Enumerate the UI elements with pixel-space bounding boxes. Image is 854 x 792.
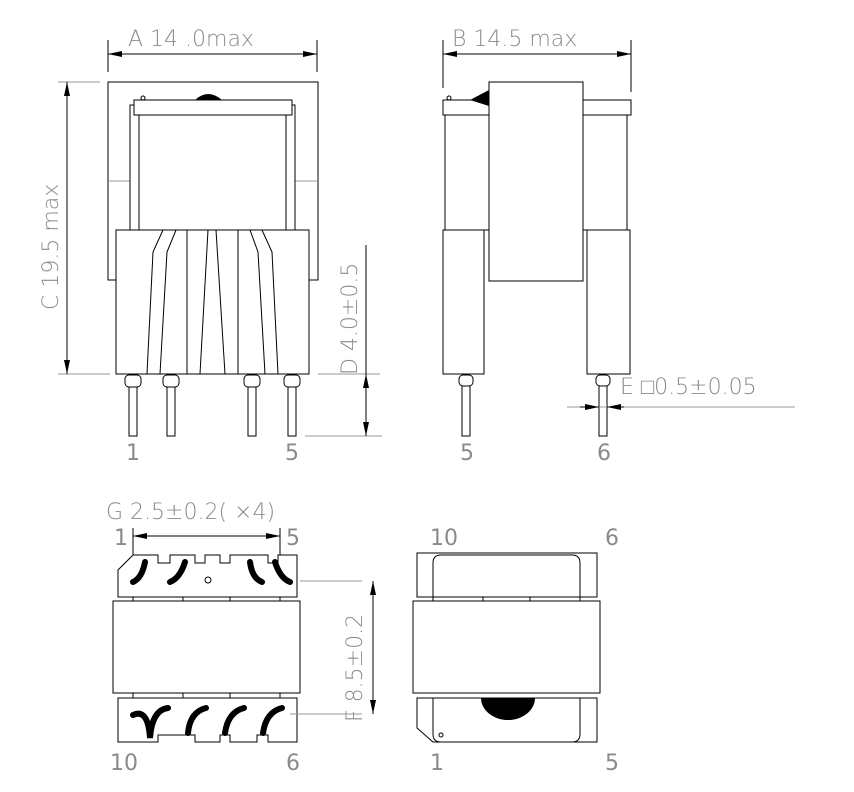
top-pin-5-label: 5 [605, 751, 619, 776]
dimension-f-label: F 8.5±0.2 [343, 614, 368, 722]
dimension-b-label: B 14.5 max [452, 27, 577, 52]
bottom-pin-5-label: 5 [286, 526, 300, 551]
front-pins [124, 374, 301, 437]
dimension-e-label: E □0.5±0.05 [620, 375, 757, 400]
front-view: A 14 .0max 1 5 C 19.5 max D 4.0±0.5 [39, 27, 382, 466]
bottom-pin-1-label: 1 [114, 526, 128, 551]
bottom-view: G 2.5±0.2( ×4) 1 5 10 6 F 8.5±0.2 [106, 500, 376, 776]
side-pin-6-label: 6 [597, 441, 611, 466]
top-pin-10-label: 10 [430, 526, 458, 551]
front-pin-1-label: 1 [126, 441, 140, 466]
bottom-pin-10-label: 10 [110, 751, 138, 776]
dimension-g-label: G 2.5±0.2( ×4) [106, 500, 275, 525]
front-pin-5-label: 5 [285, 441, 299, 466]
dimension-a-label: A 14 .0max [128, 27, 254, 52]
top-view: 10 6 1 5 [412, 526, 619, 776]
bottom-pin-6-label: 6 [286, 751, 300, 776]
top-pin-6-label: 6 [605, 526, 619, 551]
dimension-d-label: D 4.0±0.5 [338, 263, 363, 375]
side-pin-5-label: 5 [460, 441, 474, 466]
top-pin-1-label: 1 [430, 751, 444, 776]
side-view: B 14.5 max 5 6 E □0.5±0.05 [442, 27, 795, 466]
dimension-c-label: C 19.5 max [39, 184, 64, 310]
